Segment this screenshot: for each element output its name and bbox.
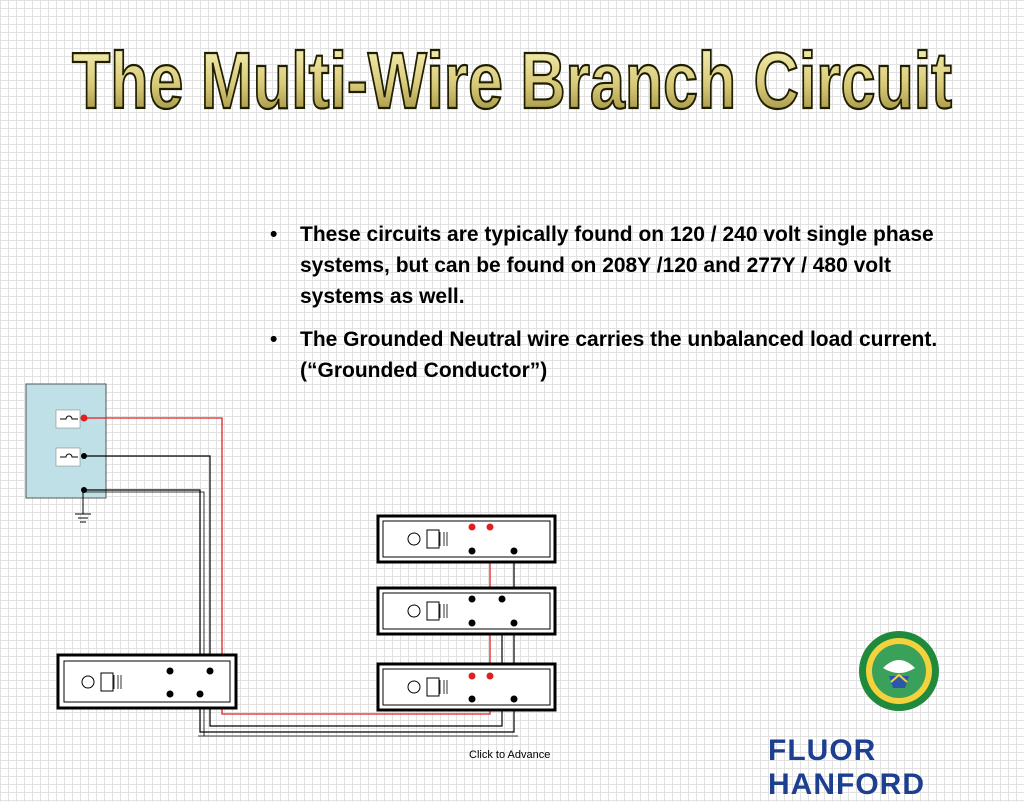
title-text: The Multi-Wire Branch Circuit <box>72 36 952 125</box>
load-box-2 <box>376 586 557 636</box>
ground-icon <box>75 490 91 523</box>
fluor-hanford-logo: FLUOR HANFORD <box>768 734 925 801</box>
circuit-diagram <box>25 383 557 737</box>
load-box-3 <box>376 662 557 712</box>
bullet-list: These circuits are typically found on 12… <box>262 219 962 398</box>
bullet-item: These circuits are typically found on 12… <box>262 219 962 312</box>
breaker-1 <box>55 409 81 429</box>
hot-wire <box>84 417 491 715</box>
click-to-advance[interactable]: Click to Advance <box>469 749 551 761</box>
page-title: The Multi-Wire Branch Circuit <box>71 35 953 126</box>
breaker-2 <box>55 447 81 467</box>
department-of-energy-seal-icon <box>859 631 939 711</box>
electrical-panel <box>25 383 107 499</box>
load-box-1 <box>376 514 557 564</box>
load-box-4 <box>56 653 238 710</box>
bullet-item: The Grounded Neutral wire carries the un… <box>262 324 962 386</box>
